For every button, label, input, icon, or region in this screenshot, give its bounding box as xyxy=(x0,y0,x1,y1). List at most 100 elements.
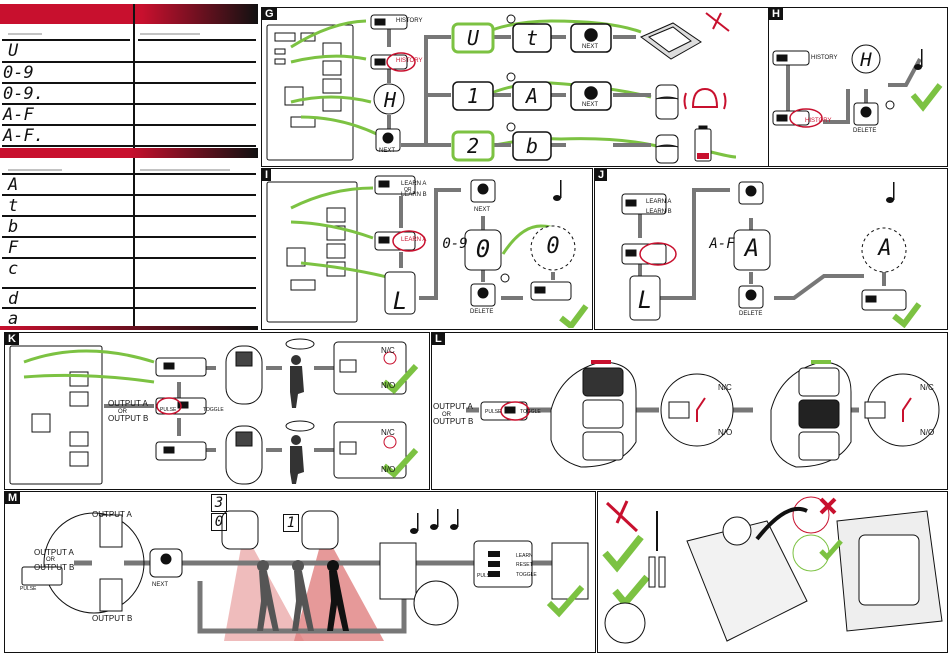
panel-i xyxy=(261,168,593,330)
m-display-3: 3 xyxy=(211,494,227,512)
l-nc-1: N/C xyxy=(718,383,732,392)
circuit-board xyxy=(266,24,354,161)
left-table: U 0-9 0-9. A-F A-F. A t b F c d a xyxy=(0,0,258,330)
cutter-icon xyxy=(605,500,639,533)
display-b: b xyxy=(525,134,539,158)
i-learn-a: LEARN A xyxy=(401,181,427,187)
pir-detector xyxy=(655,84,679,164)
bottom-bar xyxy=(0,326,258,330)
code-0-9: 0-9 xyxy=(3,63,34,83)
cross-icon xyxy=(819,497,837,515)
header-bar xyxy=(0,4,258,24)
next-label-g: NEXT xyxy=(379,148,396,154)
mid-bar xyxy=(0,148,258,158)
k-no-2: N/O xyxy=(381,465,396,474)
panel-l xyxy=(431,332,948,490)
next-label-g2: NEXT xyxy=(582,44,599,50)
table-rules xyxy=(2,33,256,309)
section-i-title: I xyxy=(262,169,272,181)
k-nc-1: N/C xyxy=(381,346,395,355)
section-l-title: L xyxy=(432,333,445,345)
i-learn-a-2: LEARN A xyxy=(401,237,427,243)
l-pulse: PULSE xyxy=(485,409,502,415)
panel-k xyxy=(4,332,430,490)
panel-h-diagram xyxy=(772,44,943,128)
h-display-h: H xyxy=(860,49,872,71)
m-toggle: TOGGLE xyxy=(516,572,537,578)
panel-h xyxy=(768,7,948,167)
i-next: NEXT xyxy=(474,207,491,213)
code-u: U xyxy=(8,41,19,61)
display-1: 1 xyxy=(466,84,480,108)
i-learn-b: LEARN B xyxy=(401,192,427,198)
section-m-title: M xyxy=(5,492,21,504)
timer-icon xyxy=(506,14,516,132)
m-pulse: PULSE xyxy=(20,586,37,592)
i-display-l: L xyxy=(392,287,408,315)
j-delete: DELETE xyxy=(739,311,763,317)
panel-i-diagram xyxy=(266,175,589,328)
display-a: A xyxy=(525,84,539,108)
k-no-1: N/O xyxy=(381,381,396,390)
m-learn: LEARN xyxy=(516,553,533,559)
i-or: OR xyxy=(404,187,412,193)
battery-icon xyxy=(694,125,712,162)
h-history-1: HISTORY xyxy=(811,55,838,61)
display-u: U xyxy=(466,26,480,50)
code-d: d xyxy=(8,289,19,309)
m-output-b-bottom: OUTPUT B xyxy=(92,614,133,623)
h-history-2: HISTORY xyxy=(805,118,832,124)
section-k-title: K xyxy=(5,333,19,345)
code-a-f: A-F xyxy=(3,105,34,125)
m-output-a-top: OUTPUT A xyxy=(92,510,132,519)
l-no-1: N/O xyxy=(718,428,733,437)
code-b: b xyxy=(8,217,19,237)
i-range-09: 0-9 xyxy=(442,236,468,252)
person-icon xyxy=(290,355,304,484)
check-icon xyxy=(602,534,644,573)
k-output-b: OUTPUT B xyxy=(108,414,149,423)
code-a: A xyxy=(8,175,19,195)
display-t: t xyxy=(525,26,539,50)
m-display-0: 0 xyxy=(211,513,227,531)
k-pulse: PULSE xyxy=(160,407,177,413)
display-2: 2 xyxy=(466,134,480,158)
m-next: NEXT xyxy=(152,582,169,588)
code-0-9-dot: 0-9. xyxy=(3,84,44,104)
l-or: OR xyxy=(442,412,451,418)
k-toggle: TOGGLE xyxy=(203,407,224,413)
i-display-0b: 0 xyxy=(546,234,560,259)
i-delete: DELETE xyxy=(470,309,494,315)
column-divider xyxy=(133,4,135,328)
k-nc-2: N/C xyxy=(381,428,395,437)
section-g-title: G xyxy=(262,8,277,20)
k-or: OR xyxy=(118,409,127,415)
panel-l-diagram xyxy=(466,360,940,468)
l-toggle: TOGGLE xyxy=(520,409,541,415)
code-t: t xyxy=(8,196,19,216)
j-range-af: A-F xyxy=(709,236,735,252)
keypad-device xyxy=(640,22,702,60)
code-f: F xyxy=(8,238,19,258)
code-c: c xyxy=(8,259,19,279)
j-display-l: L xyxy=(637,286,653,314)
m-display-1: 1 xyxy=(283,514,299,532)
j-learn-b: LEARN B xyxy=(646,209,672,215)
panel-j xyxy=(594,168,948,330)
m-output-b: OUTPUT B xyxy=(34,563,75,572)
panel-j-diagram xyxy=(621,181,922,328)
cutter-icon xyxy=(705,12,730,32)
panel-m-diagram xyxy=(21,509,589,641)
check-icon xyxy=(910,83,943,112)
k-output-a: OUTPUT A xyxy=(108,399,148,408)
panel-k-diagram xyxy=(9,338,419,485)
m-pulse-2: PULSE xyxy=(477,573,494,579)
section-j-title: J xyxy=(595,169,608,181)
code-a-small: a xyxy=(8,309,19,329)
next-label-g3: NEXT xyxy=(582,102,599,108)
panel-install-diagram xyxy=(602,496,943,644)
history-label-2: HISTORY xyxy=(396,58,423,64)
check-icon xyxy=(612,574,650,609)
display-h: H xyxy=(383,88,397,112)
l-output-a: OUTPUT A xyxy=(433,402,473,411)
